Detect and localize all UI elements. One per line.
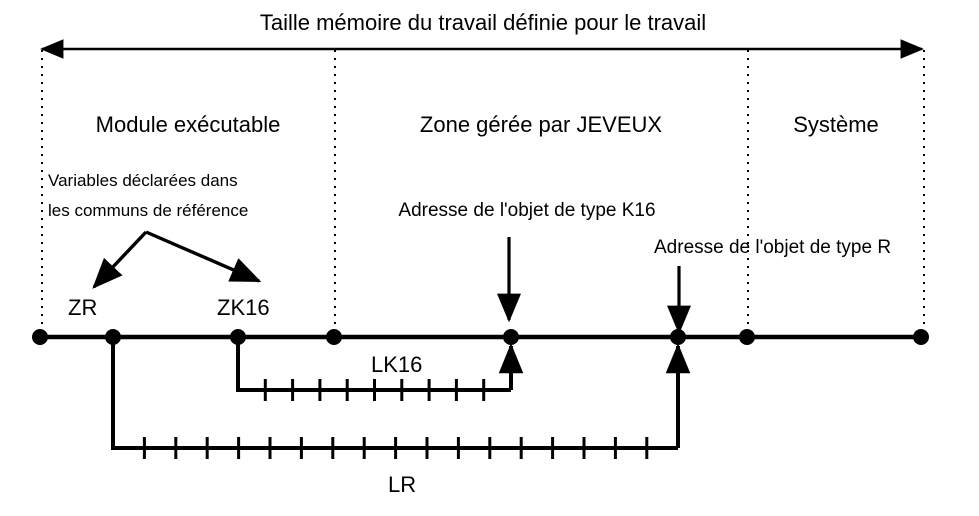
bracket-lr-ticks — [142, 437, 649, 459]
callout-adresse-objet-k16: Adresse de l'objet de type K16 — [398, 200, 655, 221]
point-origin — [32, 329, 48, 345]
callout-adresse-objet-r: Adresse de l'objet de type R — [654, 237, 891, 258]
note-variables-declarees-line1: Variables déclarées dans — [48, 171, 238, 190]
bracket-label-lr: LR — [388, 472, 416, 497]
point-r-obj — [670, 329, 686, 345]
bracket-lk16-ticks — [263, 379, 486, 401]
point-end — [913, 329, 929, 345]
point-label-zr: ZR — [68, 295, 97, 320]
note-variables-declarees-line2: les communs de référence — [48, 201, 248, 220]
bracket-lk16: LK16 — [236, 337, 524, 401]
point-label-zk16: ZK16 — [217, 295, 270, 320]
section-label-module-executable: Module exécutable — [96, 112, 281, 137]
arrow-to-zr — [92, 230, 148, 289]
section-label-systeme: Système — [793, 112, 879, 137]
arrow-to-zk16 — [145, 230, 262, 283]
point-zone-boundary — [739, 329, 755, 345]
point-k16-obj — [503, 329, 519, 345]
section-dividers — [41, 50, 925, 333]
section-label-zone-jeveux: Zone gérée par JEVEUX — [420, 112, 662, 137]
bracket-lk16-path — [236, 337, 511, 392]
variables-to-points-arrows — [92, 230, 262, 289]
bracket-label-lk16: LK16 — [371, 352, 422, 377]
point-module-boundary — [326, 329, 342, 345]
page-title: Taille mémoire du travail définie pour l… — [260, 10, 706, 35]
bracket-lr: LR — [111, 337, 691, 497]
memory-address-points — [32, 329, 929, 345]
